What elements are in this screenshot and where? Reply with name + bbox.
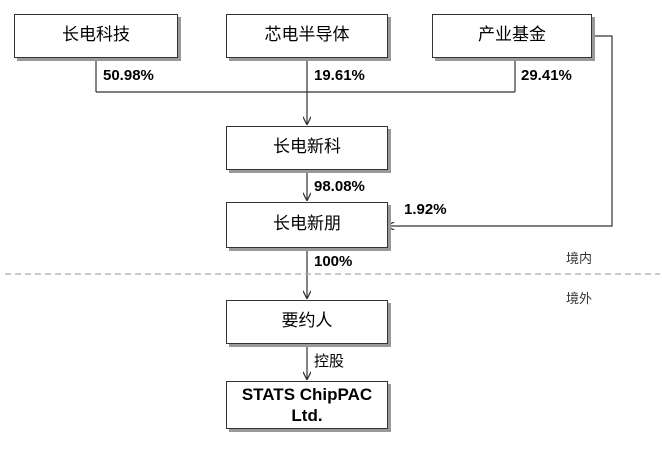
- label-xinpeng-to-offeror: 100%: [314, 253, 353, 270]
- node-stats-chippac: STATS ChipPAC Ltd.: [226, 381, 388, 429]
- label-offeror-to-stats: 控股: [314, 352, 345, 370]
- region-overseas: 境外: [566, 292, 593, 307]
- label-fund-to-xinpeng: 1.92%: [404, 201, 447, 218]
- node-stats-line1: STATS ChipPAC: [241, 384, 373, 404]
- node-offeror: 要约人: [226, 300, 388, 344]
- node-fund: 产业基金: [432, 14, 592, 58]
- region-domestic: 境内: [566, 252, 593, 267]
- node-cjtech: 长电科技: [14, 14, 178, 58]
- label-xinke-to-xinpeng: 98.08%: [314, 178, 365, 195]
- node-stats-line2: Ltd.: [291, 406, 323, 425]
- label-fund-share: 29.41%: [521, 67, 572, 84]
- label-xindian-share: 19.61%: [314, 67, 365, 84]
- node-xindian: 芯电半导体: [226, 14, 388, 58]
- node-cdxinpeng: 长电新朋: [226, 202, 388, 248]
- label-cjtech-share: 50.98%: [103, 67, 154, 84]
- edge-fund-to-xinpeng: [387, 35, 613, 226]
- node-cdxinke: 长电新科: [226, 126, 388, 170]
